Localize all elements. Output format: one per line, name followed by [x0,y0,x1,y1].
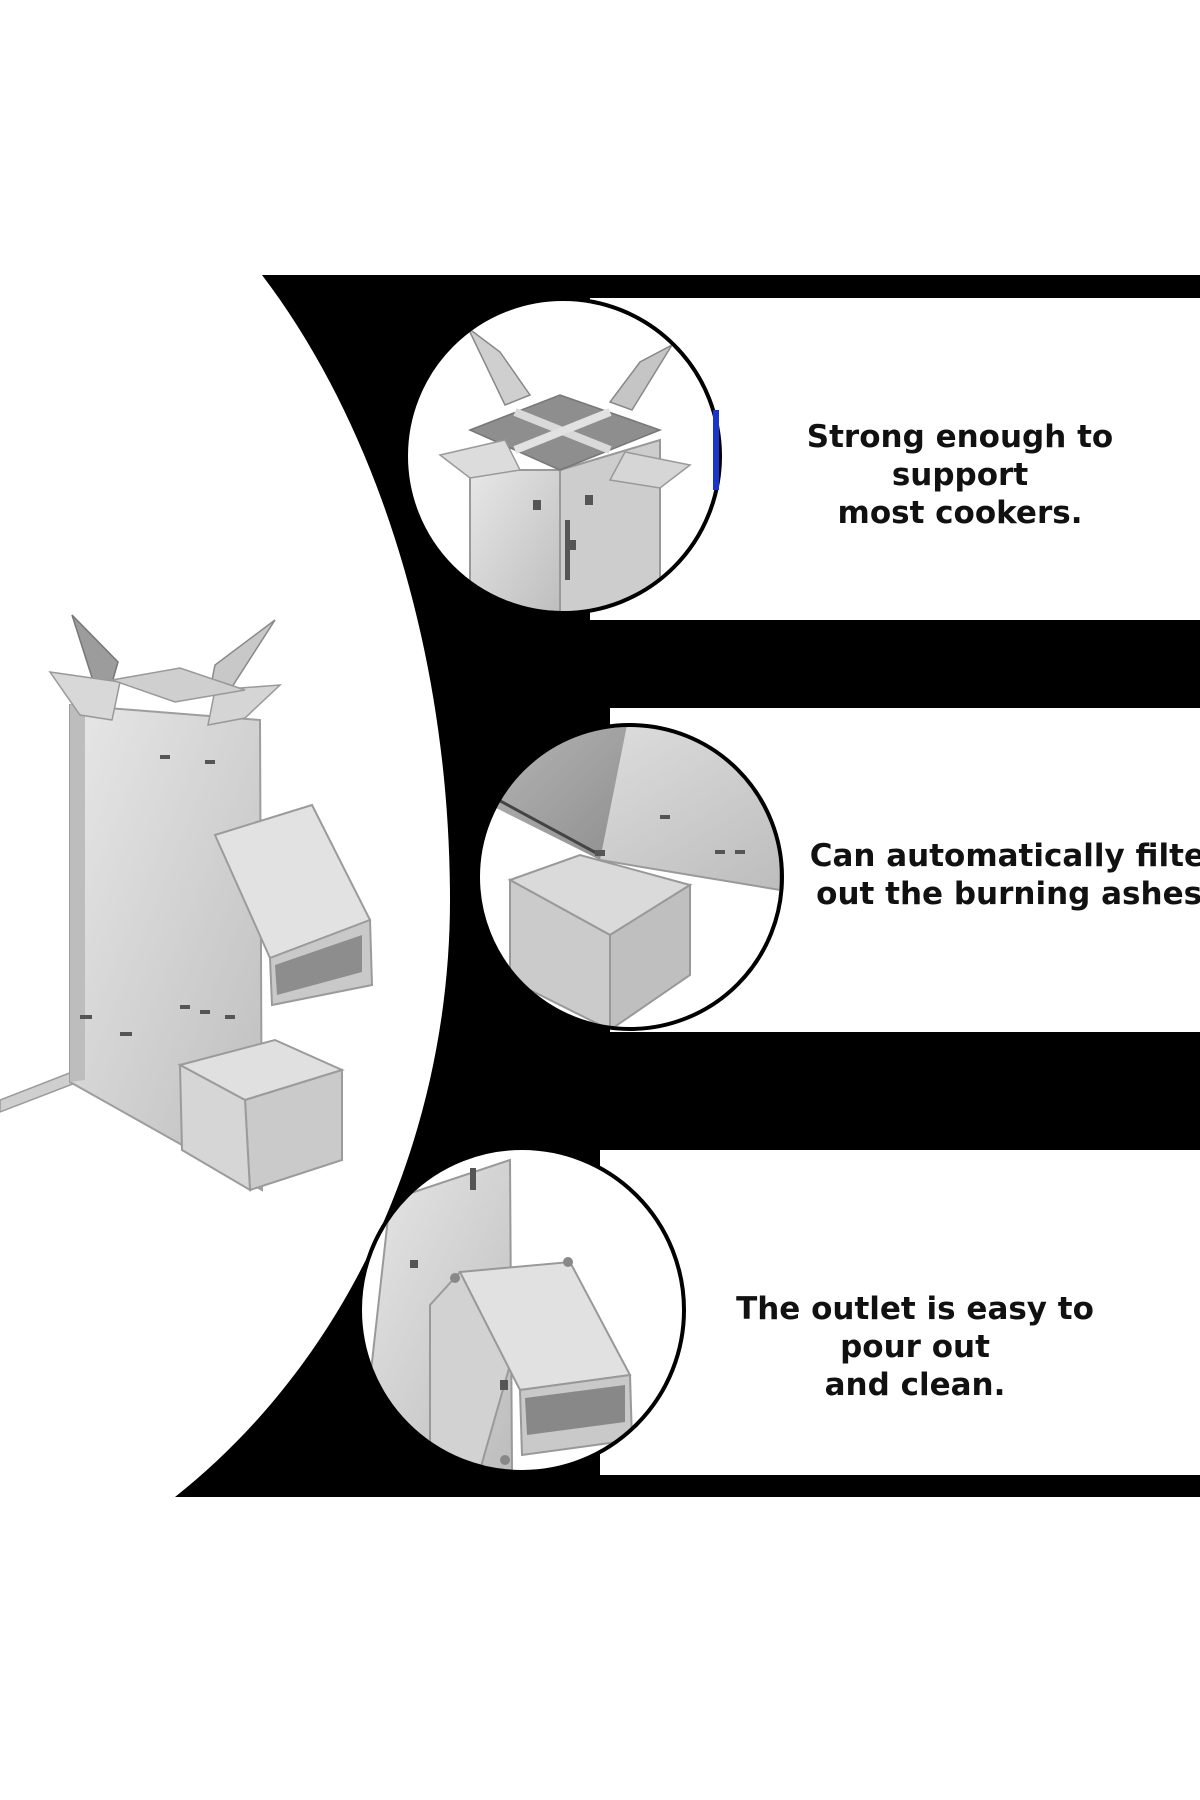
feature-caption-ash-outlet: The outlet is easy to pour out and clean… [700,1290,1130,1404]
zoomed-ash-filter-icon [476,723,784,1031]
feature-caption-line: most cookers. [837,495,1083,531]
feature-caption-line: The outlet is easy to pour out [736,1291,1094,1365]
feature-caption-line: out the burning ashes. [816,876,1200,912]
rocket-stove-icon [0,614,374,1192]
feature-caption-line: Strong enough to support [806,419,1114,493]
zoomed-ash-outlet-icon [358,1146,686,1474]
feature-caption-pot-support: Strong enough to support most cookers. [745,418,1175,532]
zoomed-pot-support-icon [404,297,722,615]
feature-caption-ash-filter: Can automatically filter out the burning… [800,837,1200,913]
feature-caption-line: and clean. [824,1367,1006,1403]
feature-caption-line: Can automatically filter [809,838,1200,874]
